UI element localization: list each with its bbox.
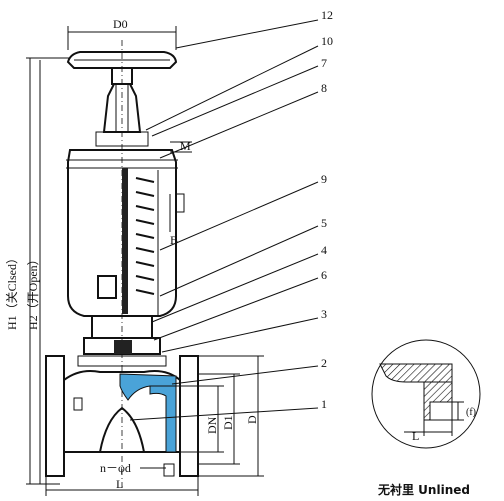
d-label: D (245, 415, 259, 424)
callout-3: 3 (321, 307, 327, 321)
callout-8: 8 (321, 81, 327, 95)
unlined-detail (371, 339, 481, 449)
h1-label: H1（关Clsed） (5, 252, 19, 330)
d1-label: D1 (221, 415, 235, 430)
callout-10: 10 (321, 34, 333, 48)
callout-1: 1 (321, 397, 327, 411)
callout-6: 6 (321, 268, 327, 282)
l-label: L (116, 477, 123, 491)
valve-body (45, 355, 199, 477)
m-label: M (180, 139, 191, 153)
callout-4: 4 (321, 243, 327, 257)
actuator-body (66, 149, 185, 317)
callout-5: 5 (321, 216, 327, 230)
yoke (95, 83, 149, 147)
callout-12: 12 (321, 8, 333, 22)
detail-caption: 无衬里 Unlined (377, 482, 470, 497)
n-phi-d-label: n－φd (100, 461, 131, 475)
detail-f-label: (f) (466, 407, 476, 418)
callout-9: 9 (321, 172, 327, 186)
h2-label: H2（开Open） (26, 253, 40, 330)
callout-2: 2 (321, 356, 327, 370)
bonnet (77, 315, 167, 367)
spring (122, 168, 159, 316)
callout-leaders (129, 19, 319, 421)
b-label: B (170, 233, 178, 247)
callout-7: 7 (321, 56, 327, 70)
detail-l-label: L (412, 429, 419, 443)
dn-label: DN (205, 416, 219, 434)
d0-label: D0 (113, 17, 128, 31)
